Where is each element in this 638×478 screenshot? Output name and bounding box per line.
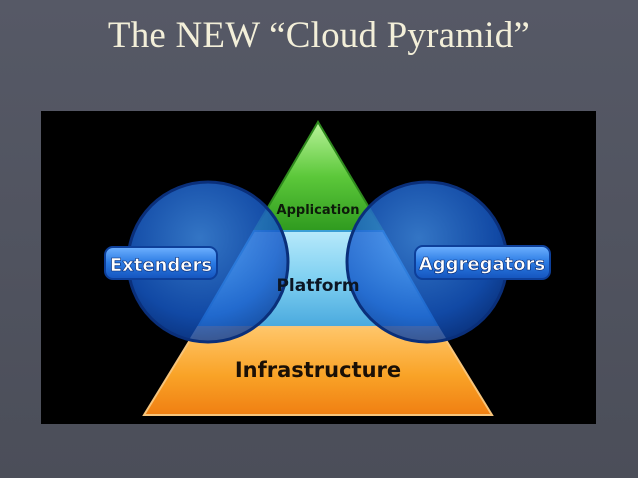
extenders-label: Extenders xyxy=(110,255,212,276)
cloud-pyramid-diagram: Application Platform Infrastructure Exte… xyxy=(41,111,596,424)
infrastructure-label: Infrastructure xyxy=(235,358,401,382)
aggregators-label: Aggregators xyxy=(419,254,545,275)
pyramid-svg: Application Platform Infrastructure Exte… xyxy=(104,120,551,416)
application-label: Application xyxy=(277,203,360,218)
platform-label: Platform xyxy=(276,276,359,296)
aggregators-pill xyxy=(414,245,551,280)
extenders-pill xyxy=(104,246,218,280)
layer-infrastructure xyxy=(142,326,494,416)
slide-title: The NEW “Cloud Pyramid” xyxy=(107,15,531,56)
